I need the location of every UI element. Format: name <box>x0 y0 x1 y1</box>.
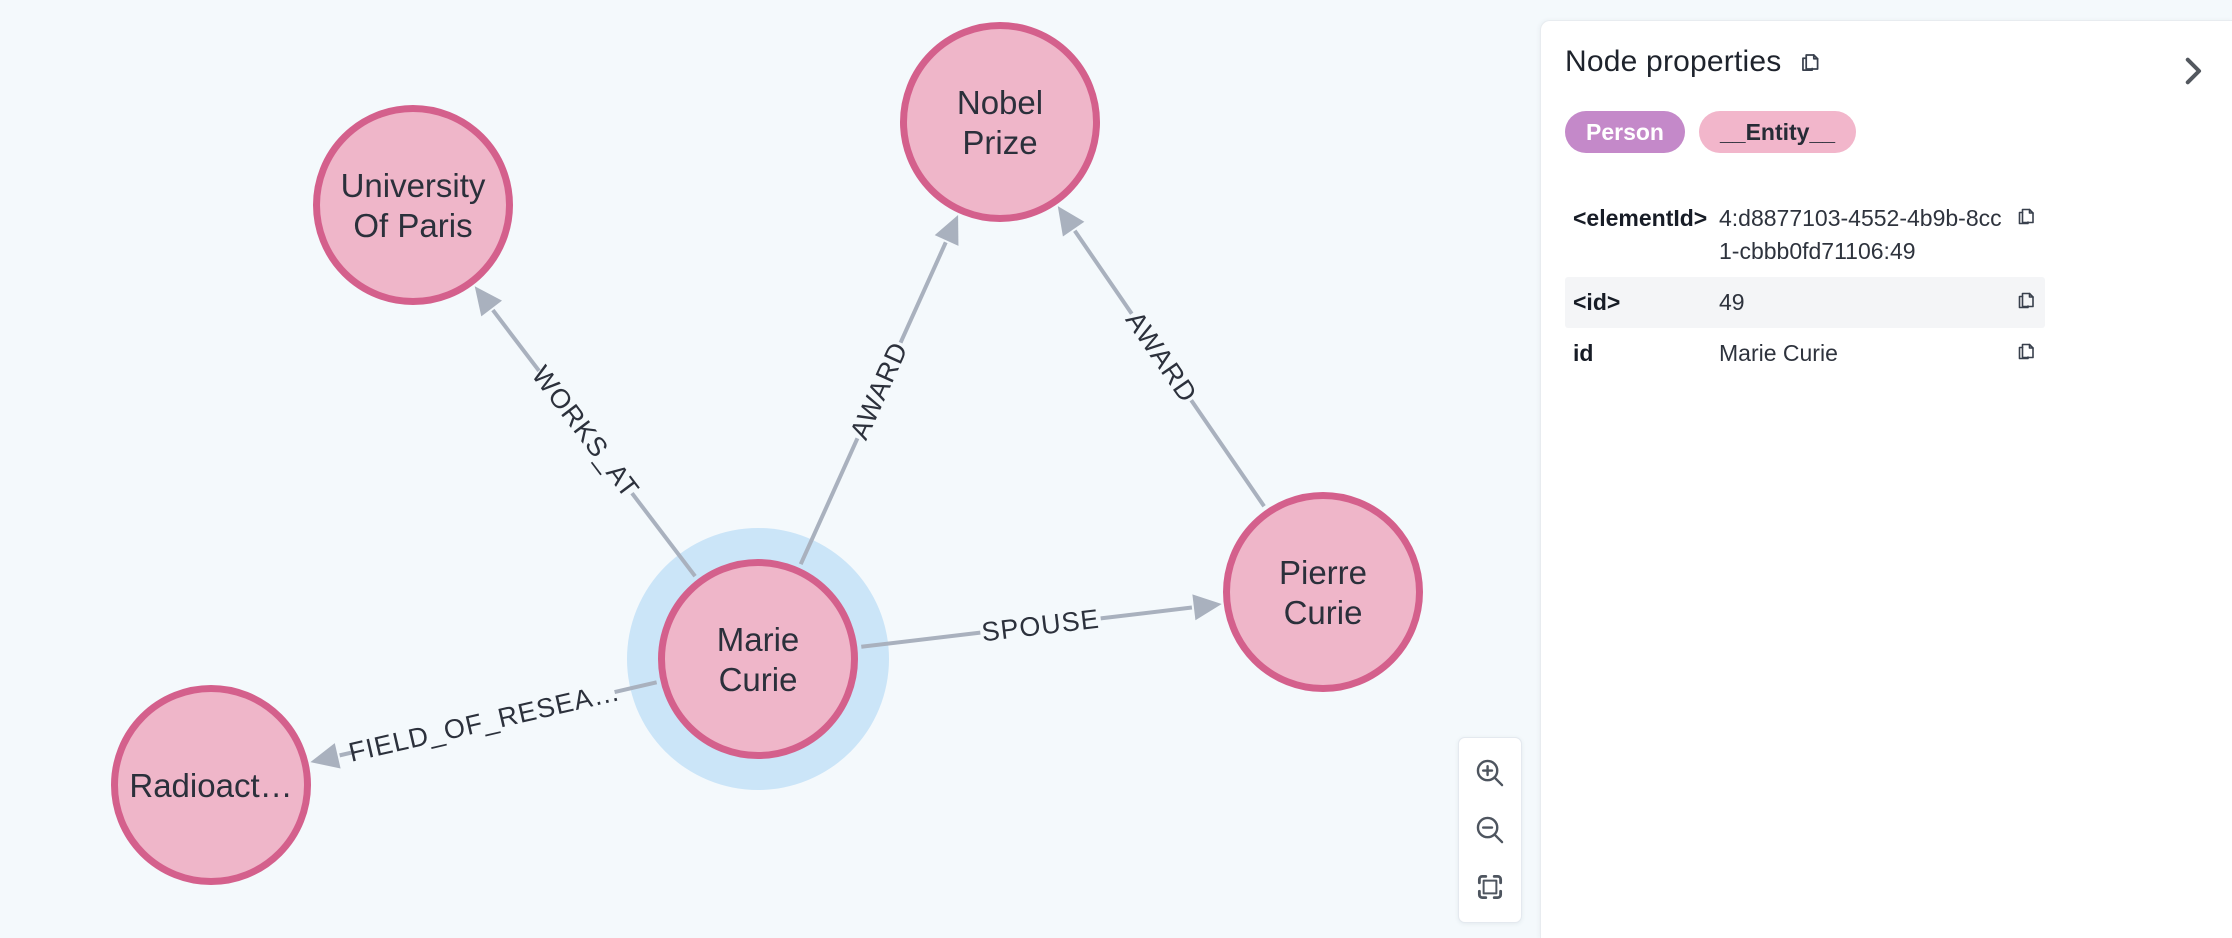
collapse-panel-button[interactable] <box>2172 51 2212 91</box>
node-label-badges: Person __Entity__ <box>1565 111 2208 153</box>
edge-arrowhead <box>934 214 959 246</box>
node-label-badge-person: Person <box>1565 111 1685 153</box>
graph-canvas[interactable]: WORKS_AT AWARD AWARD SPOUSE FIELD_OF_RESEA… U… <box>0 0 1540 938</box>
edge-label: SPOUSE <box>980 604 1101 648</box>
copy-property-button[interactable] <box>2011 339 2041 363</box>
copy-icon <box>1802 54 1819 71</box>
property-key: id <box>1573 340 1594 366</box>
magnifier-plus-icon <box>1476 759 1504 787</box>
graph-edge-award[interactable]: AWARD <box>1057 206 1266 508</box>
copy-icon <box>2018 343 2034 360</box>
copy-all-properties-button[interactable] <box>1797 49 1823 75</box>
edge-label: FIELD_OF_RESEA… <box>346 676 623 768</box>
edge-arrowhead <box>474 286 503 317</box>
edge-arrowhead <box>1057 206 1085 237</box>
panel-title: Node properties <box>1565 45 1782 78</box>
edge-label: WORKS_AT <box>526 360 645 504</box>
property-row: id Marie Curie <box>1565 328 2045 379</box>
node-label-badge-entity: __Entity__ <box>1698 111 1857 153</box>
property-value: 49 <box>1719 289 1745 315</box>
property-value: 4:d8877103-4552-4b9b-8cc1-cbbb0fd71106:4… <box>1719 205 2002 264</box>
copy-property-button[interactable] <box>2011 204 2041 228</box>
node-label: Radioact… <box>129 767 292 804</box>
property-value: Marie Curie <box>1719 340 1838 366</box>
graph-edge-spouse[interactable]: SPOUSE <box>861 594 1222 649</box>
graph-edge-award[interactable]: AWARD <box>798 214 959 566</box>
property-row: <elementId> 4:d8877103-4552-4b9b-8cc1-cbb… <box>1565 193 2045 277</box>
chevron-right-icon <box>2185 57 2202 85</box>
zoom-in-button[interactable] <box>1471 754 1509 792</box>
node-properties-panel: Node properties Person __Entity__ <elemen… <box>1540 20 2232 938</box>
property-row: <id> 49 <box>1565 277 2045 328</box>
copy-property-button[interactable] <box>2011 288 2041 312</box>
panel-header: Node properties <box>1565 45 2208 79</box>
frame-corners-icon <box>1477 874 1503 900</box>
graph-edge-field-of-resea[interactable]: FIELD_OF_RESEA… <box>310 676 658 769</box>
graph-edge-works-at[interactable]: WORKS_AT <box>474 286 697 578</box>
edge-label: AWARD <box>1120 306 1203 408</box>
properties-table: <elementId> 4:d8877103-4552-4b9b-8cc1-cbb… <box>1565 193 2045 379</box>
graph-node-radioactivity[interactable]: Radioact… <box>111 685 311 885</box>
zoom-toolbar <box>1458 737 1522 923</box>
property-key: <id> <box>1573 289 1621 315</box>
magnifier-minus-icon <box>1476 816 1504 844</box>
edge-label: AWARD <box>844 337 914 444</box>
copy-icon <box>2018 208 2034 225</box>
fit-to-screen-button[interactable] <box>1471 868 1509 906</box>
copy-icon <box>2018 292 2034 309</box>
property-key: <elementId> <box>1573 205 1708 231</box>
edge-arrowhead <box>1192 594 1222 621</box>
edge-arrowhead <box>310 743 341 769</box>
zoom-out-button[interactable] <box>1471 811 1509 849</box>
